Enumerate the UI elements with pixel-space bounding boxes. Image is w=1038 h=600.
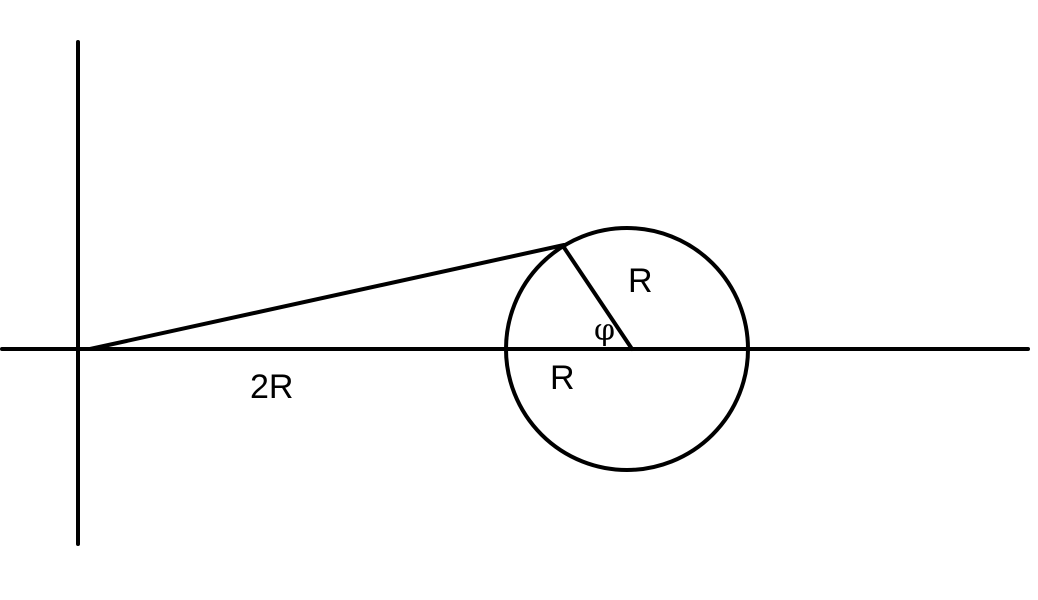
- circle: [504, 226, 750, 472]
- radius-segment: [561, 244, 634, 351]
- label-phi-angle: φ: [594, 313, 615, 348]
- label-2r: 2R: [250, 368, 293, 406]
- label-r-lower: R: [550, 359, 575, 397]
- label-r-upper: R: [628, 262, 653, 300]
- line-origin-to-circle-point: [88, 243, 566, 351]
